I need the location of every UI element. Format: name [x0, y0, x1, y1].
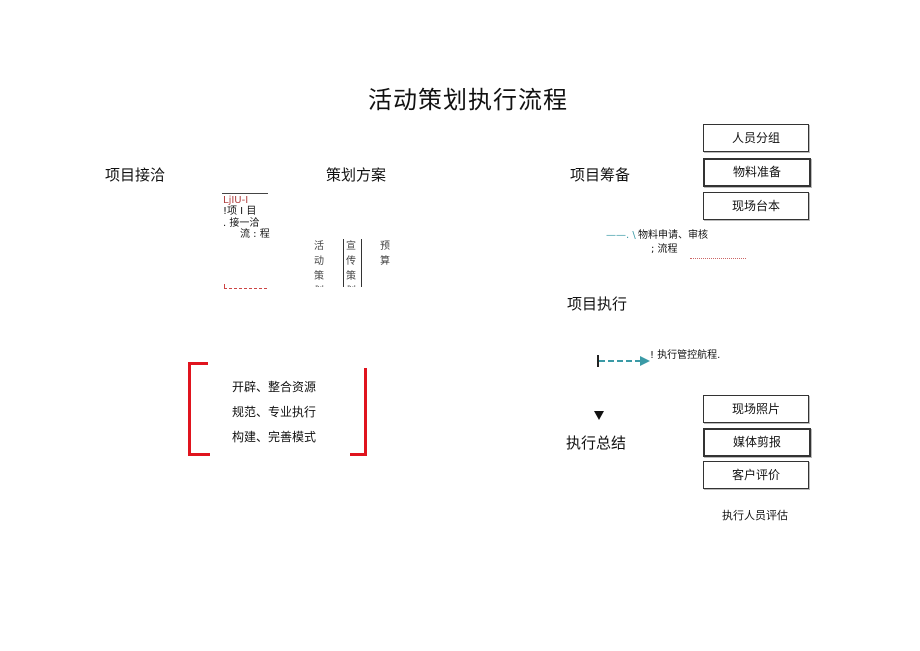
stage-summary: 执行总结 [566, 434, 627, 452]
plan-activity-column: 活动策划 [314, 241, 324, 287]
stage-contact: 项目接洽 [105, 166, 166, 184]
box-media-clippings: 媒体剪报 [703, 428, 811, 457]
contact-fragment-line2: . 接一洽 [223, 218, 260, 229]
bracket-left-bottom [188, 453, 210, 456]
material-note-line1: 物料申请、审核 [638, 230, 708, 241]
stage-prepare: 项目筹备 [570, 166, 631, 184]
plan-publicity-frame [343, 239, 362, 287]
page-title: 活动策划执行流程 [368, 86, 568, 114]
execute-note: ! 执行管控航程. [650, 350, 721, 361]
summary-note: 执行人员评估 [722, 509, 788, 522]
principle-item: 构建、完善模式 [232, 430, 317, 444]
stage-plan: 策划方案 [326, 166, 387, 184]
material-note-line2: ; 流程 [651, 244, 678, 255]
principle-item: 规范、专业执行 [232, 405, 317, 419]
bracket-right-bar [364, 368, 367, 456]
box-site-photos: 现场照片 [703, 395, 809, 423]
material-note-prefix: ——. \ [606, 230, 636, 241]
execute-arrow-icon [597, 355, 650, 367]
down-arrow-icon [594, 411, 604, 420]
contact-fragment-top: LjIU-I [223, 195, 249, 206]
contact-fragment-line1: !项 I 目 [223, 206, 257, 217]
box-client-review: 客户评价 [703, 461, 809, 489]
box-staff-grouping: 人员分组 [703, 124, 809, 152]
plan-publicity-column: 宣传策划 [346, 241, 356, 287]
plan-budget-column: 预算 [380, 241, 390, 267]
bracket-left-bar [188, 362, 191, 456]
box-onsite-script: 现场台本 [703, 192, 809, 220]
contact-fragment-line3: 流 : 程 [240, 229, 270, 240]
stage-execute: 项目执行 [567, 295, 628, 313]
material-note-underline [690, 258, 746, 260]
principle-item: 开辟、整合资源 [232, 380, 317, 394]
fragment-top-rule [222, 193, 268, 194]
contact-fragment-bottom-mark [224, 284, 267, 289]
bracket-left-top [188, 362, 208, 365]
bracket-right-bottom [350, 453, 367, 456]
box-material-prep: 物料准备 [703, 158, 811, 187]
